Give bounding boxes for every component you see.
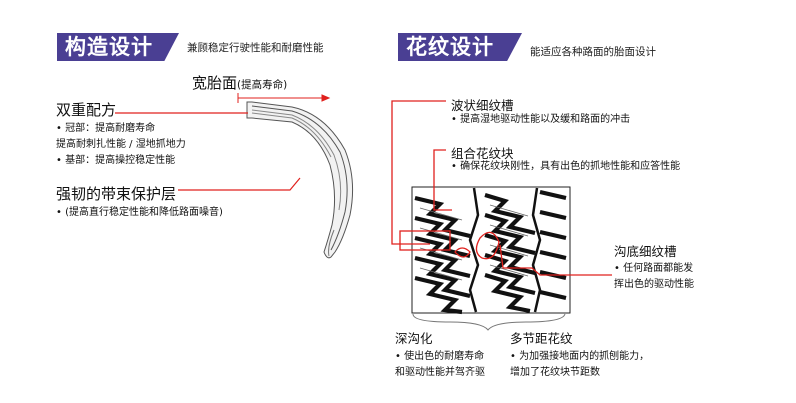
deep-groove-line-1: • 使出色的耐磨寿命	[395, 351, 485, 362]
structure-design-banner: 构造设计	[57, 33, 179, 61]
wavy-sipe-line-1: • 提高湿地驱动性能以及缓和路面的冲击	[451, 114, 631, 125]
variable-pitch-line-1: • 为加强接地面内的抓刨能力，	[510, 351, 650, 362]
groove-sipe-heading: 沟底细纹槽	[614, 244, 677, 259]
combo-block-line-1: • 确保花纹块刚性，具有出色的抓地性能和应答性能	[451, 161, 681, 172]
structure-design-subtitle: 兼顾稳定行驶性能和耐磨性能	[187, 42, 324, 54]
variable-pitch-line-2: 增加了花纹块节距数	[510, 367, 600, 378]
tread-design-title: 花纹设计	[406, 35, 494, 59]
tread-design-subtitle: 能适应各种路面的胎面设计	[530, 46, 656, 58]
double-compound-heading: 双重配方	[56, 101, 117, 119]
groove-sipe-line-2: 挥出色的驱动性能	[614, 279, 694, 290]
structure-design-title: 构造设计	[65, 35, 153, 59]
deep-groove-heading: 深沟化	[395, 331, 433, 346]
variable-pitch-heading: 多节距花纹	[510, 331, 573, 346]
belt-line-1: • (提高直行稳定性能和降低路面噪音)	[56, 207, 223, 218]
tread-width-label: 宽胎面(提高寿命)	[192, 74, 288, 92]
double-compound-line-3: • 基部：提高操控稳定性能	[56, 155, 176, 166]
tread-width-note: (提高寿命)	[237, 79, 288, 91]
right-leader-lines	[391, 100, 612, 276]
deep-groove-line-2: 和驱动性能并驾齐驱	[395, 367, 485, 378]
double-compound-line-2: 提高耐刺扎性能 / 湿地抓地力	[56, 139, 186, 150]
combo-block-heading: 组合花纹块	[451, 146, 514, 161]
tread-bracket	[412, 313, 566, 331]
tread-pattern	[411, 186, 571, 315]
tire-cross-section	[246, 101, 354, 259]
left-leader-lines	[115, 112, 301, 191]
tread-width-arrow	[237, 93, 331, 103]
wavy-sipe-heading: 波状细纹槽	[451, 98, 514, 113]
belt-heading: 强韧的带束保护层	[56, 185, 177, 203]
groove-sipe-line-1: • 任何路面都能发	[614, 263, 694, 274]
double-compound-line-1: • 冠部：提高耐磨寿命	[56, 123, 156, 134]
tread-design-banner: 花纹设计	[398, 33, 522, 61]
